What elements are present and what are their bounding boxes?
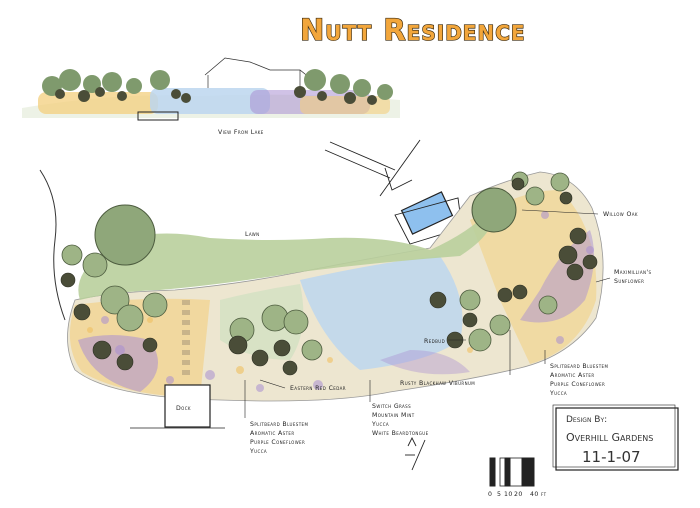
redbud-label: Redbud [424, 338, 445, 345]
right-group-line-4: Yucca [549, 390, 567, 397]
plant-labels: Lawn Willow Oak Maximillian's Sunflower … [244, 209, 651, 455]
view-caption: View From Lake [218, 129, 264, 136]
north-arrow [405, 436, 426, 471]
scale-20: 20 [514, 491, 523, 498]
center-group-line-1: Switch Grass [372, 403, 411, 410]
center-group-line-3: Yucca [371, 421, 389, 428]
red-cedar-label: Eastern Red Cedar [290, 385, 346, 392]
dock-label: Dock [176, 405, 191, 412]
right-group-line-2: Aromatic Aster [550, 372, 595, 379]
scale-bar [489, 457, 535, 487]
willow-oak-tree [471, 187, 517, 233]
willow-oak-label: Willow Oak [603, 211, 638, 218]
left-group-line-1: Splitbeard Bluestem [250, 421, 308, 428]
pool [400, 191, 454, 235]
design-by-box: Design By: Overhill Gardens 11-1-07 [552, 404, 679, 471]
viburnum-label: Rusty Blackhaw Viburnum [400, 380, 475, 387]
trees [60, 171, 598, 376]
shoreline [39, 169, 66, 321]
center-group-line-2: Mountain Mint [372, 412, 415, 419]
design-date: 11-1-07 [582, 448, 641, 466]
design-company: Overhill Gardens [566, 431, 653, 444]
lake-elevation-view: View From Lake [22, 57, 400, 136]
scale-40: 40 ft [530, 491, 547, 498]
dock: Dock [130, 384, 225, 429]
center-group-line-4: White Beardtongue [372, 430, 429, 437]
design-by-heading: Design By: [566, 415, 607, 425]
left-group-line-3: Purple Coneflower [250, 439, 305, 446]
right-group-line-1: Splitbeard Bluestem [550, 363, 608, 370]
right-group-line-3: Purple Coneflower [550, 381, 605, 388]
lawn-area [78, 210, 492, 300]
scale-10: 10 [504, 491, 513, 498]
left-group-line-2: Aromatic Aster [250, 430, 295, 437]
lawn-label: Lawn [245, 231, 260, 238]
plan-title: Nutt Residence [300, 13, 526, 47]
scale-0: 0 [488, 491, 492, 498]
maximilian-label-2: Sunflower [614, 278, 644, 285]
shade-tree [94, 204, 156, 266]
scale-5: 5 [497, 491, 501, 498]
house-structure [324, 139, 463, 245]
maximilian-label-1: Maximillian's [614, 269, 651, 276]
left-group-line-4: Yucca [249, 448, 267, 455]
scale-labels: 0 5 10 20 40 ft [488, 491, 547, 498]
stepping-stone-path [182, 300, 190, 375]
